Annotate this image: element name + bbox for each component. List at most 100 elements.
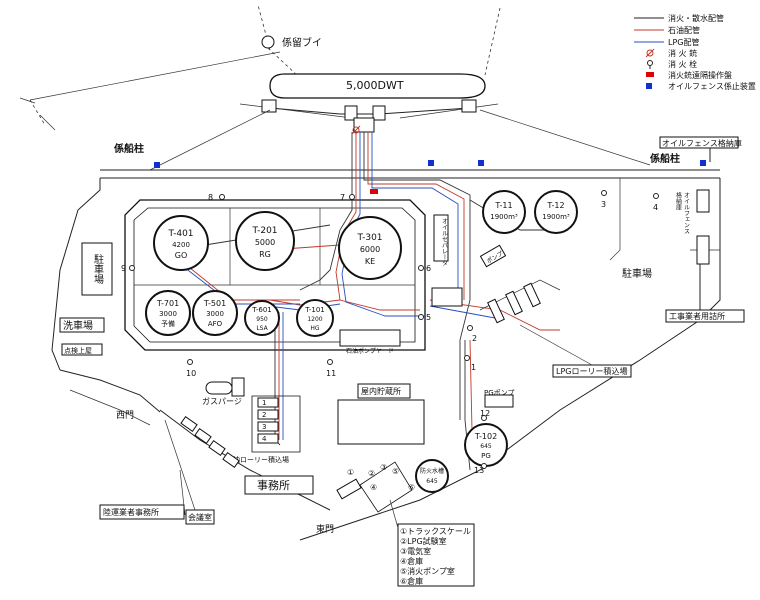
svg-text:6: 6 [426, 264, 431, 273]
svg-text:3: 3 [262, 423, 266, 431]
transport-office-box [99, 504, 185, 520]
fire-water-tank [415, 459, 449, 493]
legend-remote-panel: 消火銃遠隔操作盤 [668, 70, 732, 80]
remote-panel-icon [646, 72, 654, 77]
hydrant-13: 13 [474, 463, 487, 475]
facility-marker-3: ③ [380, 463, 387, 472]
tank-id: T-102 [474, 432, 497, 441]
legend-hydrant: 消 火 栓 [668, 59, 697, 69]
tank-product: KE [365, 257, 375, 266]
tank-capacity: 1900m³ [490, 213, 518, 221]
fire-water-tank-cap: 645 [426, 478, 438, 485]
inspection-shed [61, 343, 103, 356]
facility-3: ③電気室 [400, 546, 431, 556]
oil-separator: オイルセパレータ [433, 214, 449, 266]
svg-text:10: 10 [186, 369, 196, 378]
office-bldg [244, 475, 314, 495]
remote-panel-marker [370, 189, 378, 194]
tanker-loading-area: 1 2 3 4 石油ローリー積込場 [226, 395, 301, 464]
transport-office-label: 陸運業者事務所 [103, 507, 159, 517]
wash-bay [59, 317, 105, 333]
small-pump: ポンプ [479, 244, 507, 268]
tank-id: T-11 [494, 201, 512, 210]
legend-fire-gun: 消 火 銃 [668, 48, 697, 58]
tank-id: T-201 [251, 226, 277, 236]
ship-label: 5,000DWT [346, 79, 404, 92]
tank-id: T-601 [251, 306, 272, 314]
facility-1: ①トラックスケール [400, 527, 471, 536]
fence-storage-vertical: オイルフェンス [683, 192, 690, 234]
tank-capacity: 1900m³ [542, 213, 570, 221]
hydrant-2: 2 [467, 325, 477, 343]
tank-product: LSA [256, 325, 268, 332]
hydrant-11: 11 [326, 359, 336, 378]
pipe-bundle [179, 132, 560, 471]
tank-capacity: 3000 [159, 310, 177, 318]
hydrant-5: 5 [418, 313, 431, 322]
svg-text:4: 4 [653, 203, 658, 212]
meeting-room-label: 会議室 [188, 512, 212, 522]
parking-left [81, 242, 113, 296]
tank-T-701: T-701 3000 予備 [145, 290, 191, 336]
hydrant-6: 6 [418, 264, 431, 273]
parking-right-label: 駐車場 [622, 267, 652, 280]
west-buildings [164, 416, 240, 516]
pump-block [431, 287, 463, 307]
facility-marker-5: ⑤ [392, 467, 399, 476]
svg-text:11: 11 [326, 369, 336, 378]
tank-id: T-401 [167, 229, 193, 239]
svg-text:2: 2 [472, 334, 477, 343]
gas-purge: ガスパージ [202, 377, 245, 406]
indoor-storage [357, 383, 411, 399]
legend-fence-anchor: オイルフェンス係止装置 [668, 81, 756, 91]
tank-capacity: 6000 [360, 245, 380, 254]
pg-pump-box [484, 394, 514, 408]
legend-fire-water-pipe: 消火・散水配管 [668, 13, 724, 23]
facility-list: ①トラックスケール ②LPG試験室 ③電気室 ④倉庫 ⑤消火ポンプ室 ⑥倉庫 [389, 499, 475, 587]
contractor-office-box [665, 309, 745, 323]
tank-id: T-12 [546, 201, 564, 210]
fence-store-box [659, 136, 739, 149]
mooring-post-right: 係船柱 [650, 152, 680, 165]
svg-text:4: 4 [262, 435, 267, 443]
berth-area: 係留ブイ 5,000DWT 係船柱 係船柱 オイルフェンス格納庫 [19, 4, 742, 171]
buoy-label: 係留ブイ [282, 36, 322, 49]
fire-gun-marker [351, 125, 361, 135]
svg-text:7: 7 [340, 193, 345, 202]
loading-bay-3 [257, 421, 279, 432]
svg-text:ガスパージ: ガスパージ [202, 396, 242, 406]
hydrant-7: 7 [340, 193, 355, 202]
tank-T-601: T-601 950 LSA [244, 300, 280, 336]
svg-text:5: 5 [426, 313, 431, 322]
facility-5: ⑤消火ポンプ室 [400, 566, 455, 576]
fence-anchor-icon [646, 83, 652, 89]
tank-T-501: T-501 3000 AFO [192, 290, 238, 336]
legend-lpg-pipe: LPG配管 [668, 37, 699, 47]
fire-water-tank-label: 防火水槽 [420, 467, 444, 475]
tank-id: T-701 [156, 299, 179, 308]
svg-text:2: 2 [262, 411, 266, 419]
svg-text:1: 1 [262, 399, 266, 407]
hydrant-9: 9 [121, 264, 135, 273]
tank-id: T-101 [304, 306, 325, 314]
fence-anchor-4 [700, 160, 706, 166]
fence-anchor-3 [478, 160, 484, 166]
tank-capacity: 1200 [307, 316, 322, 323]
tank-T-12: T-12 1900m³ [534, 190, 578, 234]
svg-text:12: 12 [480, 409, 490, 418]
fire-gun-icon [645, 48, 655, 58]
facility-marker-2: ② [368, 469, 375, 478]
hydrant-1: 1 [464, 355, 476, 372]
tank-capacity: 4200 [172, 241, 190, 249]
legend-oil-pipe: 石油配管 [668, 25, 700, 35]
tank-capacity: 5000 [255, 238, 275, 247]
tank-capacity: 3000 [206, 310, 224, 318]
tank-T-101: T-101 1200 HG [296, 299, 334, 337]
tanker-loading-label: 石油ローリー積込場 [226, 455, 289, 464]
wash-label: 洗車場 [63, 319, 93, 332]
loading-bay-4 [257, 433, 279, 444]
hydrant-12: 12 [480, 409, 490, 421]
office-label: 事務所 [257, 478, 290, 492]
tank-T-401: T-401 4200 GO [153, 215, 209, 271]
